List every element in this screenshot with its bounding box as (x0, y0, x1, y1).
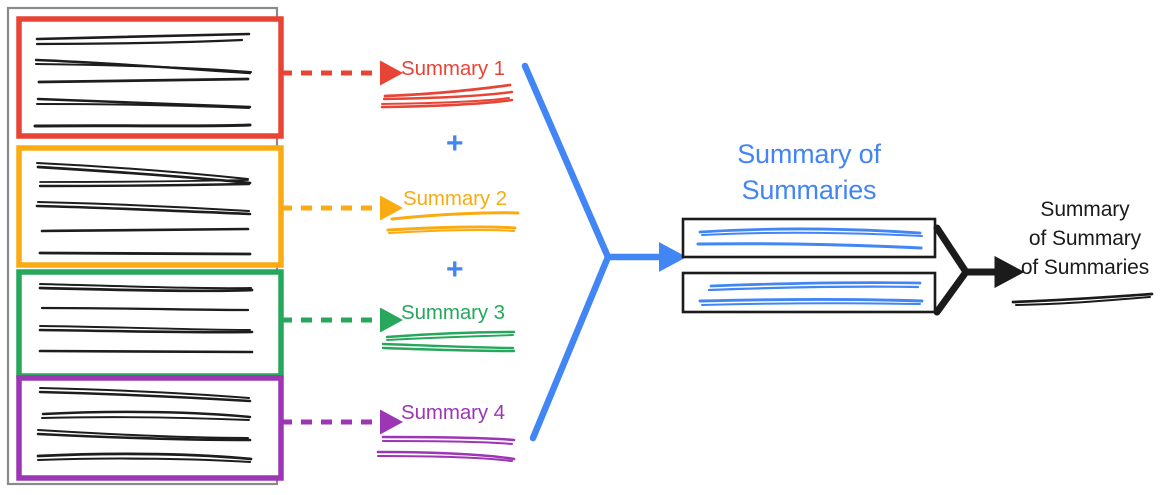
final-output-title-line-1: Summary (1040, 198, 1130, 221)
summary-4-label: Summary 4 (401, 401, 505, 424)
plus-operator-2: + (446, 253, 464, 286)
summary-of-summaries-title-line-1: Summary of (737, 139, 881, 169)
summary-4-lines (376, 435, 516, 463)
final-output-lines (1011, 292, 1154, 306)
summary-1-lines (380, 83, 514, 109)
final-output-title-line-3: of Summaries (1020, 256, 1150, 279)
document-group-4-text-lines (36, 387, 253, 464)
summary-1-label: Summary 1 (401, 57, 505, 80)
document-group-2-text-lines (35, 162, 252, 256)
plus-operator-1: + (446, 127, 464, 160)
document-group-3-text-lines (38, 283, 254, 354)
final-output-title-line-2: of Summary (1028, 227, 1142, 250)
summary-3-lines (381, 330, 516, 353)
document-group-2[interactable] (16, 145, 284, 268)
blue-merge-arrow (521, 62, 687, 442)
summary-2-lines (386, 211, 520, 234)
sos-box-2-lines (698, 281, 924, 306)
summary-of-summaries-title-line-2: Summaries (741, 175, 877, 205)
summary-2-label: Summary 2 (403, 187, 507, 210)
document-group-1-text-lines (33, 32, 252, 128)
document-group-3[interactable] (16, 269, 284, 379)
document-group-1[interactable] (16, 16, 284, 139)
summary-3-label: Summary 3 (401, 301, 505, 324)
black-merge-arrow (933, 224, 1025, 316)
document-group-4[interactable] (16, 375, 284, 481)
sos-box-1-lines (696, 227, 923, 250)
summary-of-summaries-box-2[interactable] (681, 271, 937, 314)
summary-of-summaries-box-1[interactable] (681, 217, 937, 259)
